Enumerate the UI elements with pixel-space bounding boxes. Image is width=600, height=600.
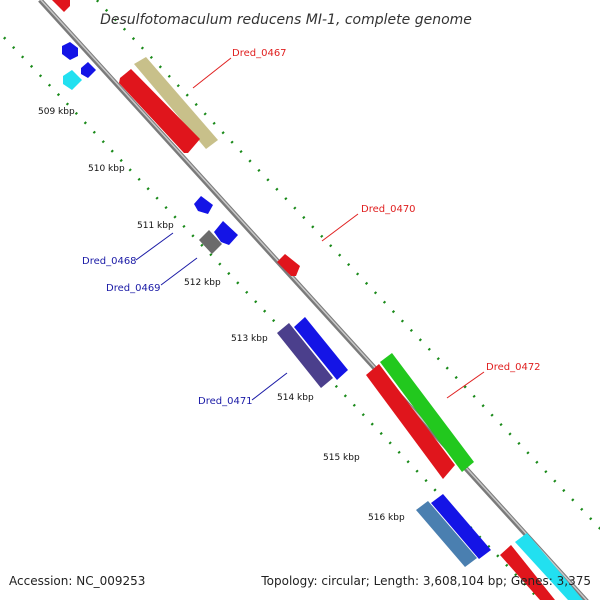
- gene-arrow: [52, 0, 70, 12]
- tick-label: 510 kbp: [88, 164, 125, 174]
- tick-label: 515 kbp: [323, 453, 360, 463]
- gene-feature: [62, 42, 78, 60]
- gene-feature: [81, 62, 96, 78]
- tick-label: 512 kbp: [184, 278, 221, 288]
- gene-arrow-dred-0470: [277, 254, 300, 276]
- genome-backbone-highlight: [39, 0, 588, 600]
- leader-line-dred-0469: [160, 257, 198, 286]
- gene-label-dred-0468[interactable]: Dred_0468: [82, 256, 137, 267]
- gene-bar-dred-0471: [277, 323, 333, 388]
- tick-label: 511 kbp: [137, 221, 174, 231]
- gene-arrow: [431, 494, 491, 559]
- gene-label-dred-0469[interactable]: Dred_0469: [106, 283, 161, 294]
- leader-line-dred-0471: [251, 372, 288, 401]
- gene-bar: [515, 533, 583, 600]
- gene-bar-dred-0472: [380, 353, 474, 472]
- leader-line-dred-0467: [192, 57, 232, 89]
- gene-label-dred-0470[interactable]: Dred_0470: [361, 204, 416, 215]
- gene-feature-dred-0469: [199, 230, 222, 254]
- gene-label-dred-0467[interactable]: Dred_0467: [232, 48, 287, 59]
- genome-title: Desulfotomaculum reducens MI-1, complete…: [100, 12, 472, 28]
- tick-label: 516 kbp: [368, 513, 405, 523]
- gene-arrow-dred-0472: [366, 364, 455, 479]
- gene-feature: [194, 196, 213, 214]
- topology-text: Topology: circular; Length: 3,608,104 bp…: [260, 574, 591, 588]
- tick-label: 509 kbp: [38, 107, 75, 117]
- gene-bar-dred-0467: [134, 57, 218, 149]
- gene-arrow-dred-0468: [214, 221, 238, 245]
- tick-label: 513 kbp: [231, 334, 268, 344]
- gene-label-dred-0472[interactable]: Dred_0472: [486, 362, 541, 373]
- gc-line-outer: [94, 0, 600, 531]
- gene-arrow-dred-0471: [294, 317, 348, 380]
- leader-line-dred-0468: [135, 232, 174, 261]
- tick-label: 514 kbp: [277, 393, 314, 403]
- leader-line-dred-0472: [446, 371, 485, 399]
- leader-line-dred-0470: [321, 213, 359, 242]
- gene-bar: [416, 501, 477, 567]
- gc-line-inner: [0, 31, 542, 600]
- gene-feature: [63, 70, 82, 90]
- gene-arrow: [500, 545, 555, 600]
- gene-arrow-dred-0467: [119, 69, 200, 153]
- accession-text: Accession: NC_009253: [9, 574, 145, 588]
- gene-label-dred-0471[interactable]: Dred_0471: [198, 396, 253, 407]
